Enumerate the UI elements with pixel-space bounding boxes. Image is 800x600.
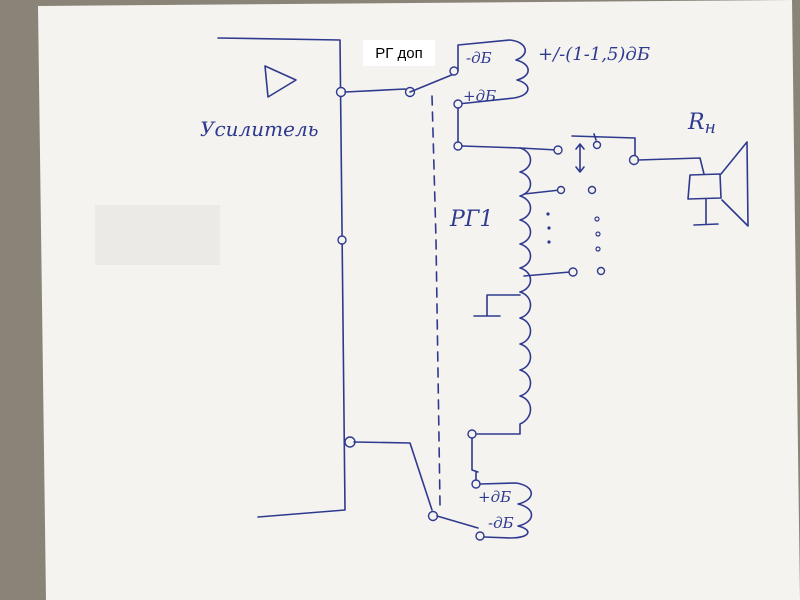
rg1-bottom-node — [467, 429, 477, 439]
rg-dop-label: РГ доп — [363, 40, 435, 66]
tap-node-top — [335, 86, 347, 98]
minus-db-node — [449, 66, 459, 76]
paper-stain — [95, 205, 220, 265]
rg1-top-node — [453, 141, 463, 151]
secondary-tap-2 — [556, 185, 566, 195]
plus-db-node-bottom — [471, 479, 481, 489]
rg1-coil — [473, 147, 532, 435]
minus-db-label-top: -дБ — [466, 49, 492, 67]
tap-node-mid — [337, 235, 347, 245]
minus-db-node-bottom — [475, 531, 485, 541]
plus-db-label-bottom: +дБ — [478, 488, 511, 506]
minus-db-label-bottom: -дБ — [488, 514, 514, 532]
secondary-tap-3 — [568, 267, 578, 277]
selector-node-2 — [587, 185, 597, 195]
selector-arrow — [575, 143, 585, 173]
range-label: +/-(1-1,5)дБ — [538, 44, 650, 65]
switch-node-bottom — [427, 510, 439, 522]
load-r-subscript: н — [705, 118, 716, 138]
ground-icon — [473, 294, 521, 317]
paper — [38, 0, 800, 600]
selector-node-3 — [596, 266, 606, 276]
load-r-letter: R — [687, 110, 705, 135]
rg1-label: РГ1 — [449, 207, 493, 232]
plus-db-node — [453, 99, 463, 109]
load-r-label: Rн — [687, 110, 716, 138]
tap-dots-left — [546, 212, 551, 244]
plus-db-label-top: +дБ — [463, 87, 496, 105]
tap-dots-right — [594, 216, 601, 252]
speaker-icon — [687, 141, 749, 227]
amplifier-label: Усилитель — [200, 117, 319, 141]
amplifier-block: Усилитель — [200, 37, 346, 518]
selector-contact — [571, 133, 636, 141]
load-node — [628, 154, 640, 166]
selector-node-1 — [592, 140, 602, 150]
secondary-tap-1 — [553, 145, 563, 155]
triangle-amplifier-icon — [264, 65, 297, 98]
mechanical-link — [431, 95, 441, 506]
